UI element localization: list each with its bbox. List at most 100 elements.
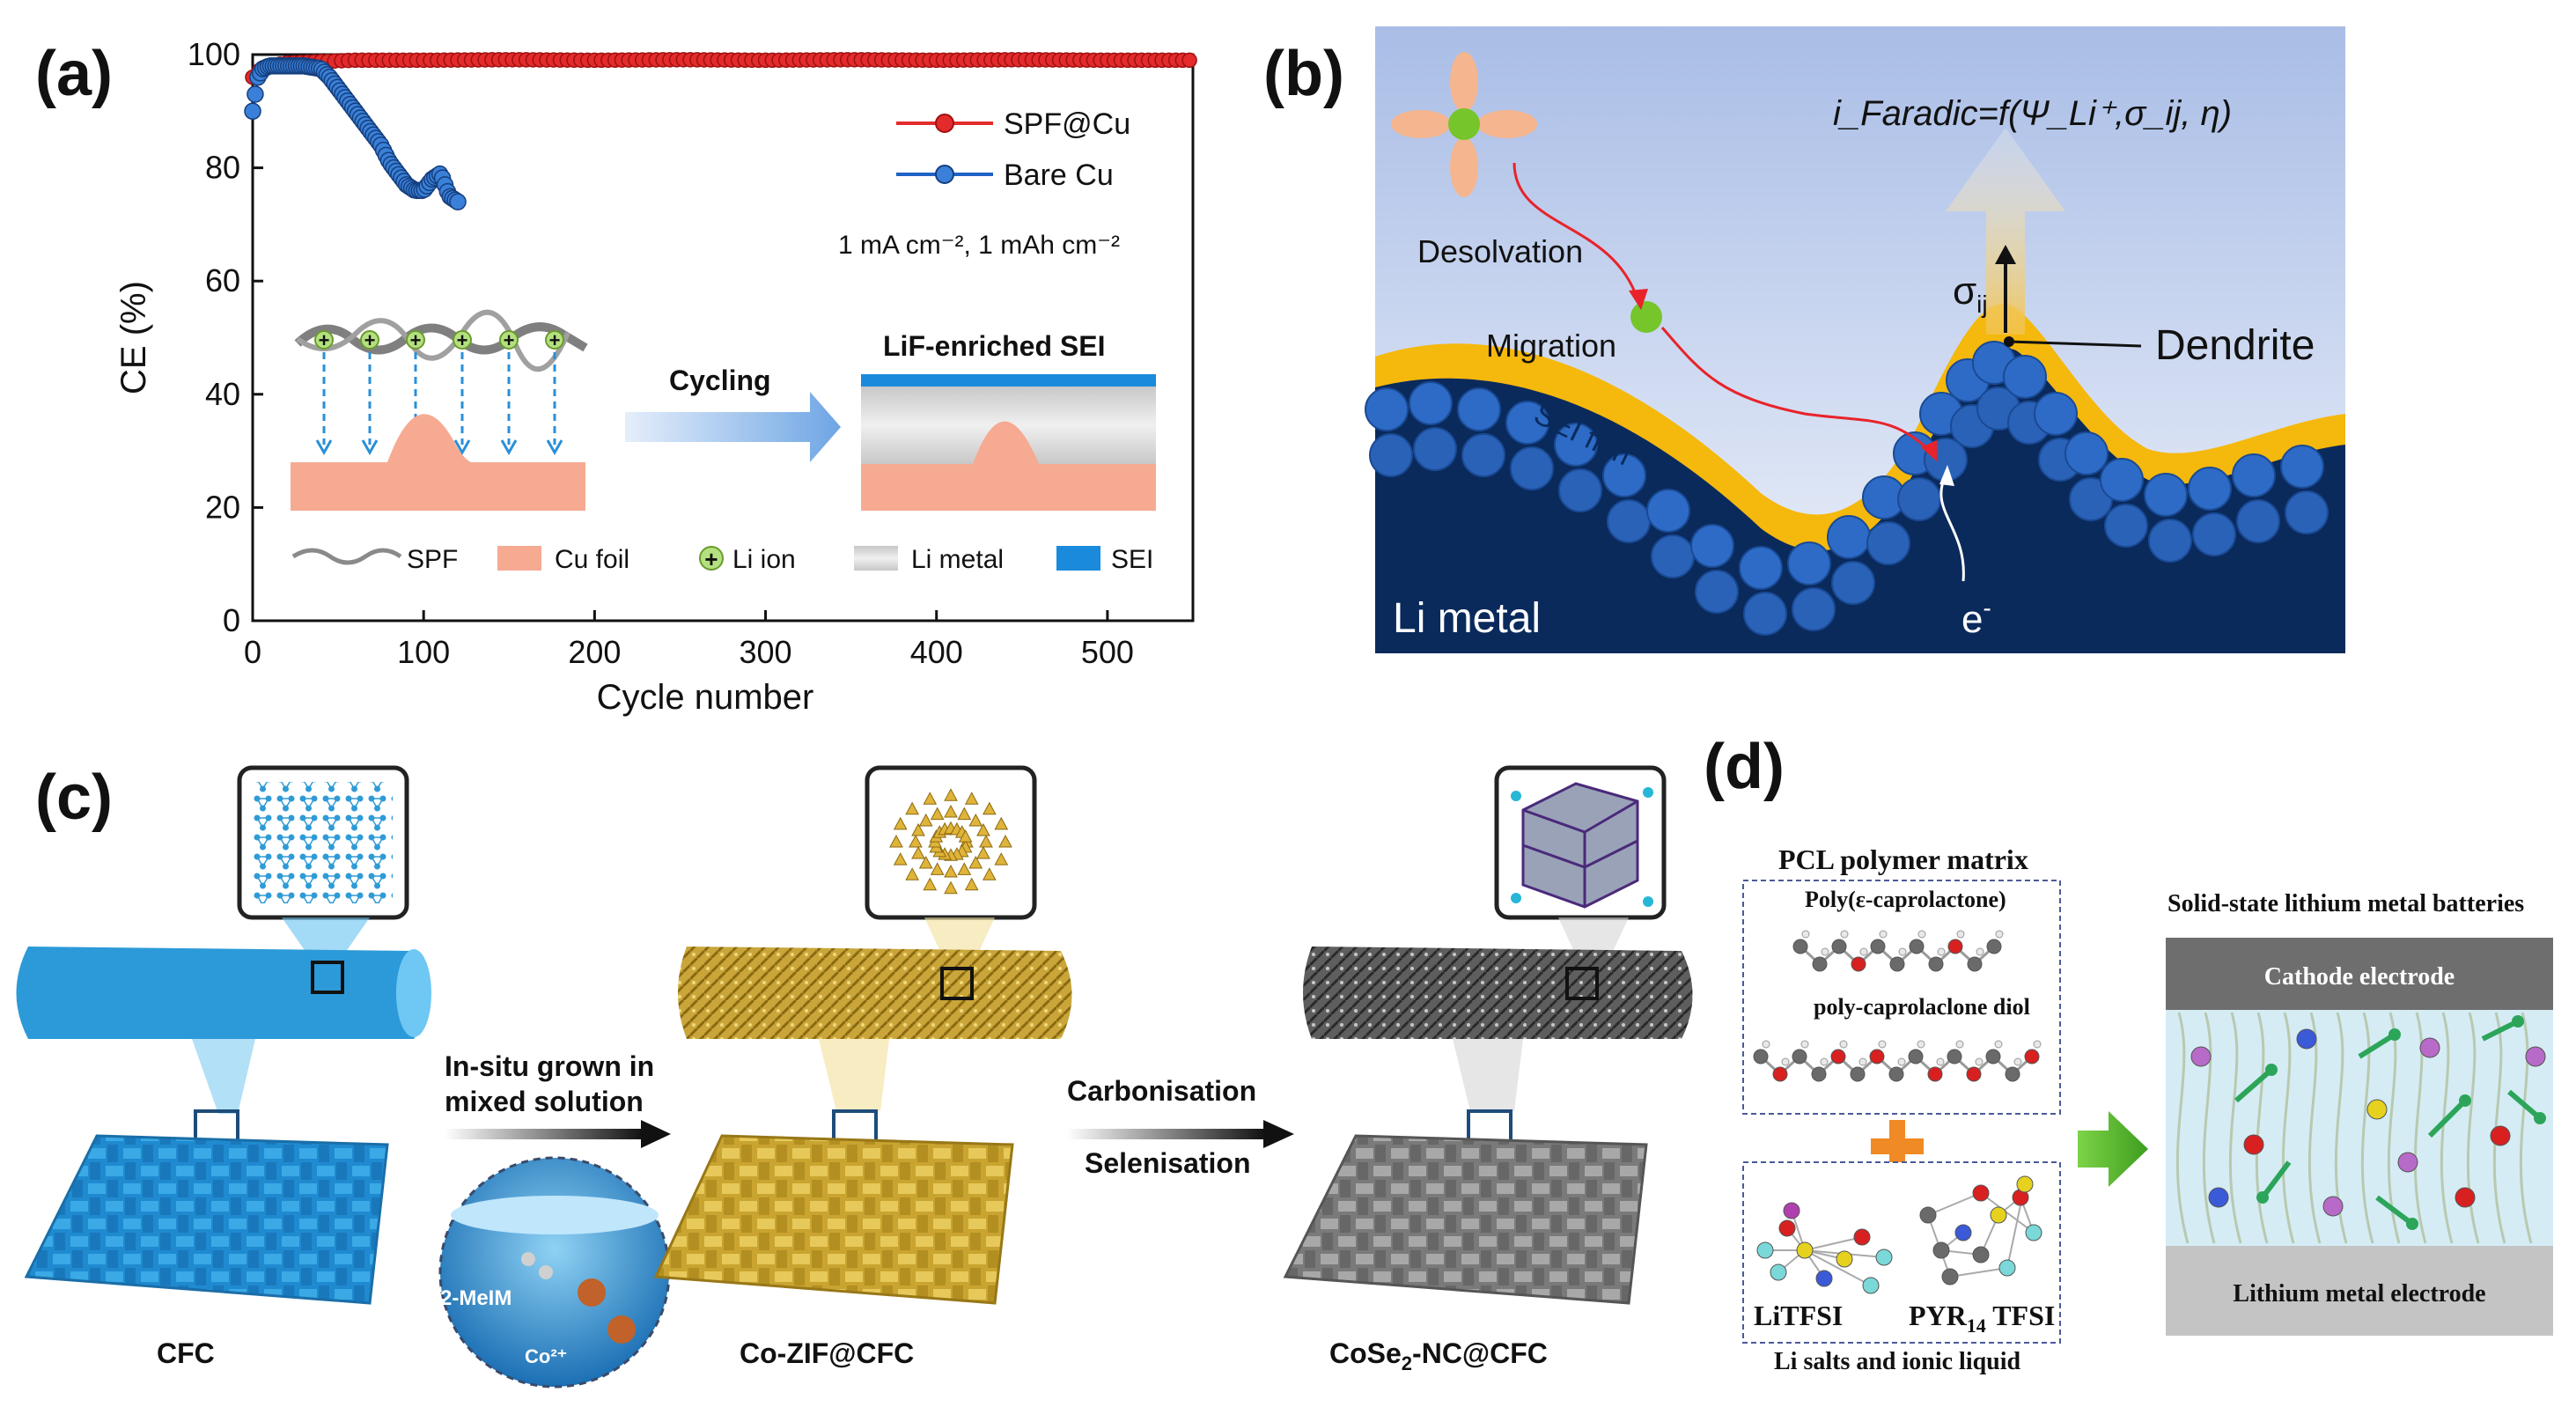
li-sphere bbox=[2034, 392, 2078, 436]
atom bbox=[1875, 1249, 1893, 1266]
x-tick-label: 100 bbox=[397, 634, 450, 670]
atom bbox=[1862, 1277, 1880, 1294]
li-transport-arrowhead bbox=[2459, 1094, 2471, 1107]
salts-box bbox=[1742, 1161, 2061, 1344]
hydrogen bbox=[2013, 1057, 2022, 1066]
zif-crystal bbox=[918, 855, 933, 869]
cu-foil-before bbox=[291, 462, 585, 511]
legend-label-spf: SPF@Cu bbox=[1004, 107, 1130, 141]
li-ion-plus: + bbox=[410, 329, 422, 351]
migration-label: Migration bbox=[1486, 328, 1616, 364]
y-tick-label: 0 bbox=[223, 602, 240, 638]
li-sphere bbox=[1461, 433, 1505, 477]
li-sphere bbox=[1409, 381, 1453, 425]
inset-legend: SPF Cu foil + Li ion Li metal SEI bbox=[291, 545, 1153, 574]
atom bbox=[1870, 939, 1886, 954]
cathode-layer bbox=[2166, 938, 2553, 1010]
li-ion-plus: + bbox=[364, 329, 376, 351]
li-ion-migrating bbox=[1630, 301, 1662, 333]
bond bbox=[1949, 1267, 2008, 1278]
li-sphere bbox=[1866, 521, 1910, 565]
ion-flux-arrowhead bbox=[361, 439, 379, 456]
ion-particle bbox=[2243, 1134, 2264, 1155]
pcl-molecule bbox=[1792, 930, 2004, 972]
legend-marker-spf bbox=[935, 114, 954, 133]
bond bbox=[1980, 1192, 2035, 1234]
hydrogen bbox=[1839, 1040, 1848, 1049]
atom bbox=[1928, 956, 1944, 972]
atom bbox=[1778, 1219, 1796, 1237]
atom bbox=[2005, 1066, 2020, 1082]
legend-sei-label: SEI bbox=[1111, 545, 1153, 574]
li-sphere bbox=[1792, 587, 1836, 631]
zif-crystal bbox=[918, 813, 933, 827]
hydrogen bbox=[1995, 930, 2004, 939]
li-transport-arrow bbox=[2507, 1089, 2542, 1121]
inset-before: ++++++ bbox=[291, 309, 588, 511]
legend-li-metal-icon bbox=[854, 546, 898, 571]
polymer-chain bbox=[2202, 1012, 2216, 1244]
panel-d-label: (d) bbox=[1704, 732, 1785, 802]
litfsi-molecule bbox=[1756, 1202, 1893, 1294]
atom bbox=[1947, 939, 1963, 954]
hydrogen bbox=[1936, 1057, 1945, 1066]
ion-flux-arrowhead bbox=[453, 439, 471, 456]
li-sphere bbox=[1787, 541, 1831, 586]
zif-crystal bbox=[968, 855, 983, 869]
legend-li-ion-label: Li ion bbox=[732, 545, 796, 574]
li-ion-solvated bbox=[1448, 108, 1480, 140]
hydrogen bbox=[1994, 1040, 2003, 1049]
legend-cu-icon bbox=[497, 546, 541, 571]
reaction-beaker: 2-MeIM Co²⁺ bbox=[438, 1156, 671, 1389]
legend-li-metal-label: Li metal bbox=[911, 545, 1004, 574]
li-sphere bbox=[1827, 515, 1871, 559]
legend-sei-icon bbox=[1056, 546, 1100, 571]
zif-crystal bbox=[976, 822, 990, 836]
polymer-network bbox=[2175, 1012, 2546, 1244]
hydrogen bbox=[1917, 930, 1926, 939]
li-sphere bbox=[1510, 446, 1554, 490]
polymer-chain bbox=[2466, 1012, 2480, 1244]
sei-title: LiF-enriched SEI bbox=[883, 330, 1105, 362]
data-point-spf bbox=[1181, 52, 1197, 69]
li-sphere bbox=[2236, 499, 2280, 543]
ion-particle bbox=[2208, 1187, 2229, 1208]
zif-crystal bbox=[893, 816, 908, 830]
svg-text:σij: σij bbox=[1953, 269, 1988, 318]
ion-particle bbox=[2525, 1046, 2546, 1067]
li-sphere bbox=[1646, 489, 1690, 533]
hydrogen bbox=[1879, 930, 1888, 939]
cose-fiber bbox=[1303, 947, 1693, 1039]
li-transport-arrowhead bbox=[2406, 1218, 2418, 1230]
atom bbox=[1888, 1066, 1904, 1082]
li-ion-plus: + bbox=[319, 329, 330, 351]
zif-crystal bbox=[994, 852, 1009, 866]
x-axis-label: Cycle number bbox=[597, 678, 814, 717]
electron-charge: - bbox=[1983, 594, 1991, 622]
li-sphere bbox=[2104, 504, 2148, 548]
cozif-label: Co-ZIF@CFC bbox=[740, 1337, 914, 1369]
data-point-bare bbox=[244, 102, 261, 121]
hydrogen bbox=[1762, 1040, 1770, 1049]
atom bbox=[1932, 1241, 1950, 1259]
atom bbox=[1972, 1184, 1990, 1202]
atom bbox=[1972, 1246, 1990, 1263]
li-transport-arrow bbox=[2260, 1160, 2292, 1199]
inset-after: LiF-enriched SEI bbox=[861, 330, 1156, 511]
li-ion-plus: + bbox=[457, 329, 468, 351]
atom bbox=[1831, 939, 1847, 954]
y-tick-label: 20 bbox=[205, 489, 240, 525]
atom bbox=[1967, 956, 1983, 972]
migration-path bbox=[1512, 162, 1639, 300]
electrolyte-layer bbox=[2166, 1010, 2553, 1246]
li-ion bbox=[360, 330, 379, 350]
svg-text:CoSe2-NC@CFC: CoSe2-NC@CFC bbox=[1329, 1337, 1548, 1374]
polymer-chain bbox=[2175, 1012, 2190, 1244]
atom bbox=[1772, 1066, 1788, 1082]
atom bbox=[1908, 1049, 1924, 1064]
hydrogen bbox=[1937, 947, 1946, 956]
zif-crystal bbox=[976, 845, 990, 859]
cose-label: CoSe bbox=[1329, 1337, 1402, 1369]
li-transport-arrowhead bbox=[2534, 1112, 2546, 1124]
